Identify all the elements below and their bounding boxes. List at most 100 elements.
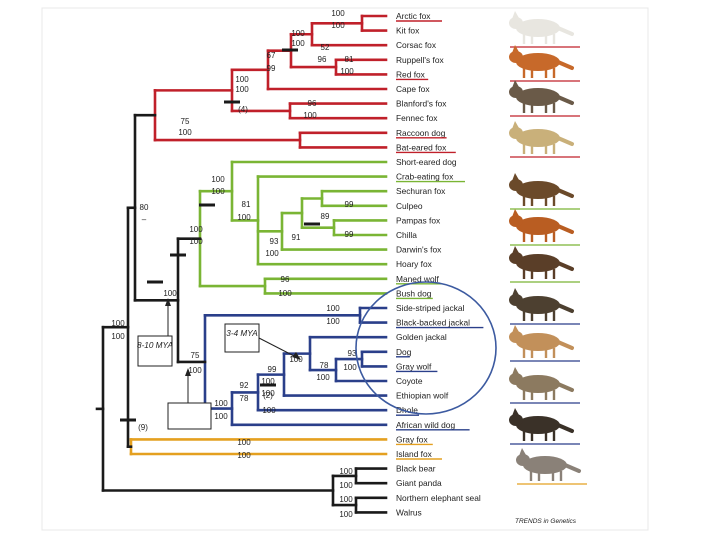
support-value: 100 [278,289,292,298]
support-value: 100 [340,67,354,76]
support-value: 99 [345,200,354,209]
support-value: 100 [316,373,330,382]
support-value: 99 [268,365,277,374]
bush-dog-illustration [509,173,580,210]
support-value: 75 [181,117,190,126]
african-wild-dog-illustration [509,408,580,445]
taxon-label: Red fox [396,69,426,79]
taxon-label: Corsac fox [396,40,437,50]
support-value: 100 [343,363,357,372]
dog-illustration [509,325,580,362]
support-value: 100 [339,495,353,504]
support-value: 100 [265,249,279,258]
taxon-label: Sechuran fox [396,186,446,196]
support-value: 100 [237,438,251,447]
support-value: 75 [191,351,200,360]
taxon-label: Darwin's fox [396,245,442,255]
support-value: 100 [339,510,353,519]
taxon-label: Raccoon dog [396,128,446,138]
taxon-label: Coyote [396,376,423,386]
maned-wolf-illustration [509,209,580,246]
empty-box [167,402,212,430]
support-value: 100 [291,39,305,48]
mya-label-early: 8-10 MYA [137,341,173,350]
support-value: 100 [211,187,225,196]
support-value: 100 [339,481,353,490]
raccoon-dog-illustration [509,80,580,117]
taxon-label: Pampas fox [396,215,441,225]
taxon-label: Walrus [396,507,422,517]
support-value: 80 [140,203,149,212]
support-value: 100 [261,389,275,398]
support-value: 100 [262,406,276,415]
mya-arrowhead-early [165,298,171,306]
support-value: 67 [267,51,276,60]
taxon-label: Northern elephant seal [396,493,481,503]
gray-wolf-illustration [509,367,580,404]
support-value: 100 [235,75,249,84]
support-value: 100 [163,289,177,298]
taxon-label: Kit fox [396,26,420,36]
highlight-circle [355,281,497,415]
support-value: 93 [348,349,357,358]
arctic-fox-illustration [509,11,580,48]
support-value: 100 [237,213,251,222]
taxon-label: Ruppell's fox [396,55,444,65]
support-value: 96 [318,55,327,64]
support-value: 100 [261,377,275,386]
support-value: 100 [214,412,228,421]
taxon-label: Arctic fox [396,11,431,21]
taxon-label: Gray wolf [396,361,432,371]
credit-text: TRENDS in Genetics [515,518,577,525]
taxon-label: Black bear [396,464,436,474]
support-value: 100 [326,317,340,326]
support-value: 100 [178,128,192,137]
empty-box-arrowhead [185,368,191,376]
support-value: 100 [331,9,345,18]
support-value: 100 [214,399,228,408]
taxon-label: African wild dog [396,420,455,430]
support-value: 99 [267,64,276,73]
support-value: 100 [303,111,317,120]
support-value: 100 [291,29,305,38]
black-backed-jackal-illustration [509,288,580,325]
mya-arrow-late [258,337,297,358]
support-value: (4) [238,105,248,114]
taxon-label: Side-striped jackal [396,303,465,313]
support-value: 100 [188,366,202,375]
figure-frame [41,7,649,531]
taxon-label: Chilla [396,230,417,240]
support-value: (2) [263,391,273,400]
taxon-label: Gray fox [396,434,428,444]
bush-dog-2-illustration [509,246,580,283]
support-value: 100 [326,304,340,313]
support-value: 100 [111,332,125,341]
support-value: 89 [321,212,330,221]
support-value: 100 [189,225,203,234]
support-value: 78 [240,394,249,403]
taxon-label: Island fox [396,449,433,459]
support-value: 93 [270,237,279,246]
taxon-label: Dhole [396,405,418,415]
support-value: – [142,215,147,224]
taxon-label: Ethiopian wolf [396,391,449,401]
support-value: 100 [111,319,125,328]
taxon-label: Bat-eared fox [396,142,447,152]
support-value: 52 [321,43,330,52]
gray-fox-illustration [516,448,587,485]
support-value: 100 [289,355,303,364]
support-value: 81 [242,200,251,209]
taxon-label: Golden jackal [396,332,447,342]
bat-eared-fox-illustration [509,121,580,158]
support-value: 100 [235,85,249,94]
support-value: 100 [237,451,251,460]
animal-illustrations [509,11,587,485]
phylogenetic-tree [95,14,388,514]
support-value: 100 [331,21,345,30]
support-value: 100 [189,237,203,246]
mya-arrowhead-late [292,352,301,360]
taxon-label: Short-eared dog [396,157,457,167]
taxon-label: Hoary fox [396,259,433,269]
